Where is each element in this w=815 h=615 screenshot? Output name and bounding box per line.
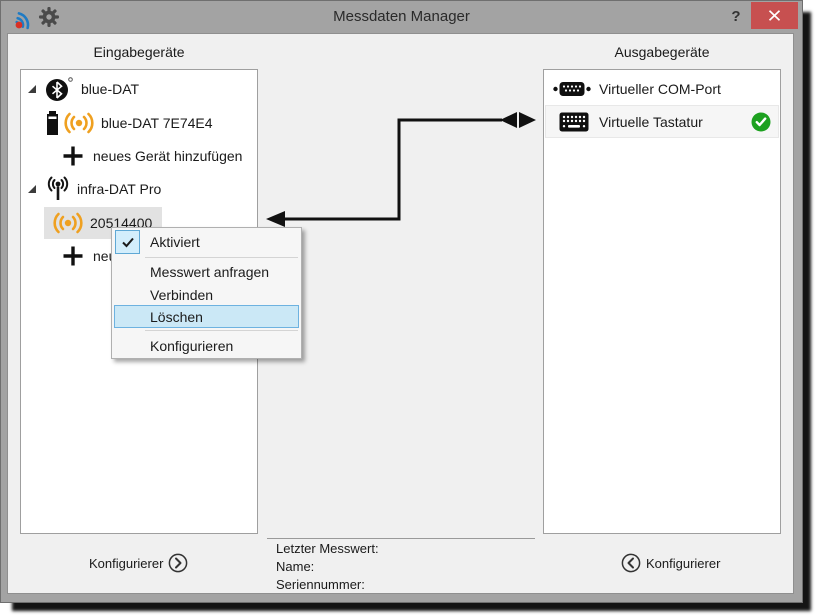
signal-icon [53, 212, 83, 234]
menu-item-konfigurieren[interactable]: Konfigurieren [112, 333, 301, 358]
expander-icon[interactable] [27, 184, 37, 194]
menu-item-messwert-anfragen[interactable]: Messwert anfragen [112, 260, 301, 284]
output-item-com-port[interactable]: Virtueller COM-Port [545, 72, 779, 105]
output-item-label: Virtuelle Tastatur [599, 113, 703, 130]
titlebar[interactable]: Messdaten Manager ? [1, 1, 802, 33]
help-button[interactable]: ? [731, 8, 741, 25]
settings-gear-icon[interactable] [37, 5, 61, 29]
output-devices-panel: Virtueller COM-Port Virtuelle Tastatur [543, 69, 781, 534]
menu-separator [145, 257, 298, 258]
tree-item-label: blue-DAT [81, 81, 140, 97]
bluetooth-icon [46, 76, 73, 101]
window-title: Messdaten Manager [333, 8, 470, 25]
output-item-label: Virtueller COM-Port [599, 80, 721, 97]
output-panel-header: Ausgabegeräte [614, 44, 710, 60]
menu-item-aktiviert[interactable]: Aktiviert [112, 228, 301, 255]
tree-item-label: blue-DAT 7E74E4 [101, 115, 213, 131]
info-name-label: Name: [276, 559, 315, 574]
app-logo-wifi-icon [15, 12, 30, 30]
menu-item-label: Löschen [150, 308, 203, 325]
app-window: Messdaten Manager ? Eingabegeräte Ausgab… [0, 0, 803, 603]
close-button[interactable] [751, 2, 798, 29]
info-last-value-label: Letzter Messwert: [276, 541, 379, 556]
antenna-icon [47, 176, 69, 200]
menu-item-label: Messwert anfragen [150, 264, 270, 280]
menu-checkbox[interactable] [115, 230, 140, 254]
keyboard-icon [559, 112, 589, 131]
configure-input-button[interactable]: Konfigurierer [89, 552, 188, 574]
context-menu: Aktiviert Messwert anfragen Verbinden Lö… [111, 227, 302, 359]
menu-item-loeschen[interactable]: Löschen [114, 305, 299, 328]
com-port-icon [553, 81, 591, 96]
plus-icon [63, 146, 83, 166]
red-dot [15, 21, 23, 29]
chevron-right-circle-icon [169, 553, 188, 573]
expander-icon[interactable] [27, 84, 37, 94]
menu-item-verbinden[interactable]: Verbinden [112, 284, 301, 305]
menu-item-label: Konfigurieren [150, 337, 234, 354]
battery-icon [47, 110, 58, 135]
input-panel-header: Eingabegeräte [93, 44, 185, 60]
signal-icon [64, 112, 94, 134]
info-separator [267, 538, 535, 539]
check-icon [121, 237, 134, 247]
menu-item-label: Verbinden [150, 286, 214, 303]
tree-item-blue-dat-7e74e4[interactable]: blue-DAT 7E74E4 [21, 107, 213, 139]
chevron-left-circle-icon [621, 553, 641, 573]
tree-item-add-device-bluedat[interactable]: neues Gerät hinzufügen [21, 140, 242, 172]
configure-input-label: Konfigurierer [89, 555, 164, 571]
menu-item-label: Aktiviert [150, 233, 200, 250]
menu-separator [145, 330, 298, 331]
configure-output-label: Konfigurierer [646, 555, 721, 571]
plus-icon [63, 246, 83, 266]
tree-item-label: infra-DAT Pro [77, 181, 162, 197]
active-check-badge-icon [751, 112, 771, 132]
info-serial-label: Seriennummer: [276, 577, 365, 592]
close-icon [768, 10, 781, 21]
tree-item-label: neues Gerät hinzufügen [93, 148, 243, 164]
tree-item-blue-dat[interactable]: blue-DAT [21, 73, 139, 105]
configure-output-button[interactable]: Konfigurierer [621, 552, 720, 574]
output-item-virtual-keyboard[interactable]: Virtuelle Tastatur [545, 105, 779, 138]
tree-item-infra-dat-pro[interactable]: infra-DAT Pro [21, 173, 161, 205]
